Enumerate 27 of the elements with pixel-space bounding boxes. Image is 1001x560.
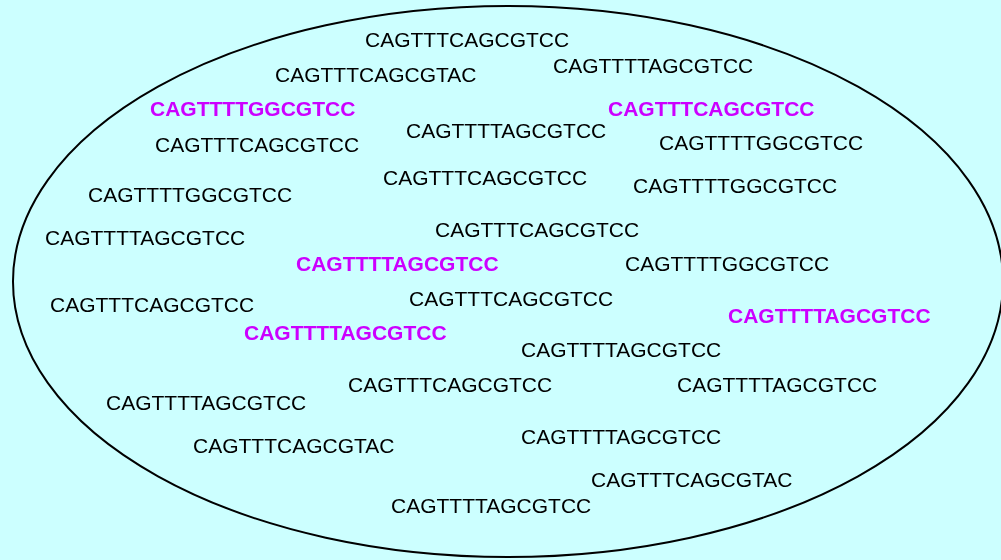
sequence-text: CAGTTTCAGCGTCC — [435, 218, 640, 242]
highlighted-sequence: CAGTTTTAGCGTCC — [728, 304, 931, 328]
sequence-text: CAGTTTTGGCGTCC — [659, 131, 864, 155]
sequence-text: CAGTTTTAGCGTCC — [391, 494, 592, 518]
sequence-text: CAGTTTTAGCGTCC — [406, 119, 607, 143]
sequence-text: CAGTTTTGGCGTCC — [88, 183, 293, 207]
sequence-text: CAGTTTCAGCGTAC — [591, 468, 793, 492]
sequence-text: CAGTTTCAGCGTCC — [348, 373, 553, 397]
highlighted-sequence: CAGTTTTAGCGTCC — [244, 321, 447, 345]
sequence-text: CAGTTTTAGCGTCC — [521, 425, 722, 449]
sequence-text: CAGTTTCAGCGTAC — [193, 434, 395, 458]
highlighted-sequence: CAGTTTTAGCGTCC — [296, 252, 499, 276]
sequence-text: CAGTTTTGGCGTCC — [633, 174, 838, 198]
sequence-text: CAGTTTTGGCGTCC — [625, 252, 830, 276]
highlighted-sequence: CAGTTTCAGCGTCC — [608, 97, 815, 121]
sequence-text: CAGTTTCAGCGTCC — [409, 287, 614, 311]
sequence-text: CAGTTTCAGCGTCC — [365, 28, 570, 52]
sequence-text: CAGTTTTAGCGTCC — [553, 54, 754, 78]
sequence-text: CAGTTTTAGCGTCC — [677, 373, 878, 397]
sequence-text: CAGTTTCAGCGTCC — [383, 166, 588, 190]
sequence-text: CAGTTTTAGCGTCC — [106, 391, 307, 415]
sequence-text: CAGTTTTAGCGTCC — [521, 338, 722, 362]
highlighted-sequence: CAGTTTTGGCGTCC — [150, 97, 356, 121]
sequence-text: CAGTTTCAGCGTCC — [50, 293, 255, 317]
sequence-text: CAGTTTTAGCGTCC — [45, 226, 246, 250]
sequence-text: CAGTTTCAGCGTCC — [155, 133, 360, 157]
sequence-text: CAGTTTCAGCGTAC — [275, 63, 477, 87]
